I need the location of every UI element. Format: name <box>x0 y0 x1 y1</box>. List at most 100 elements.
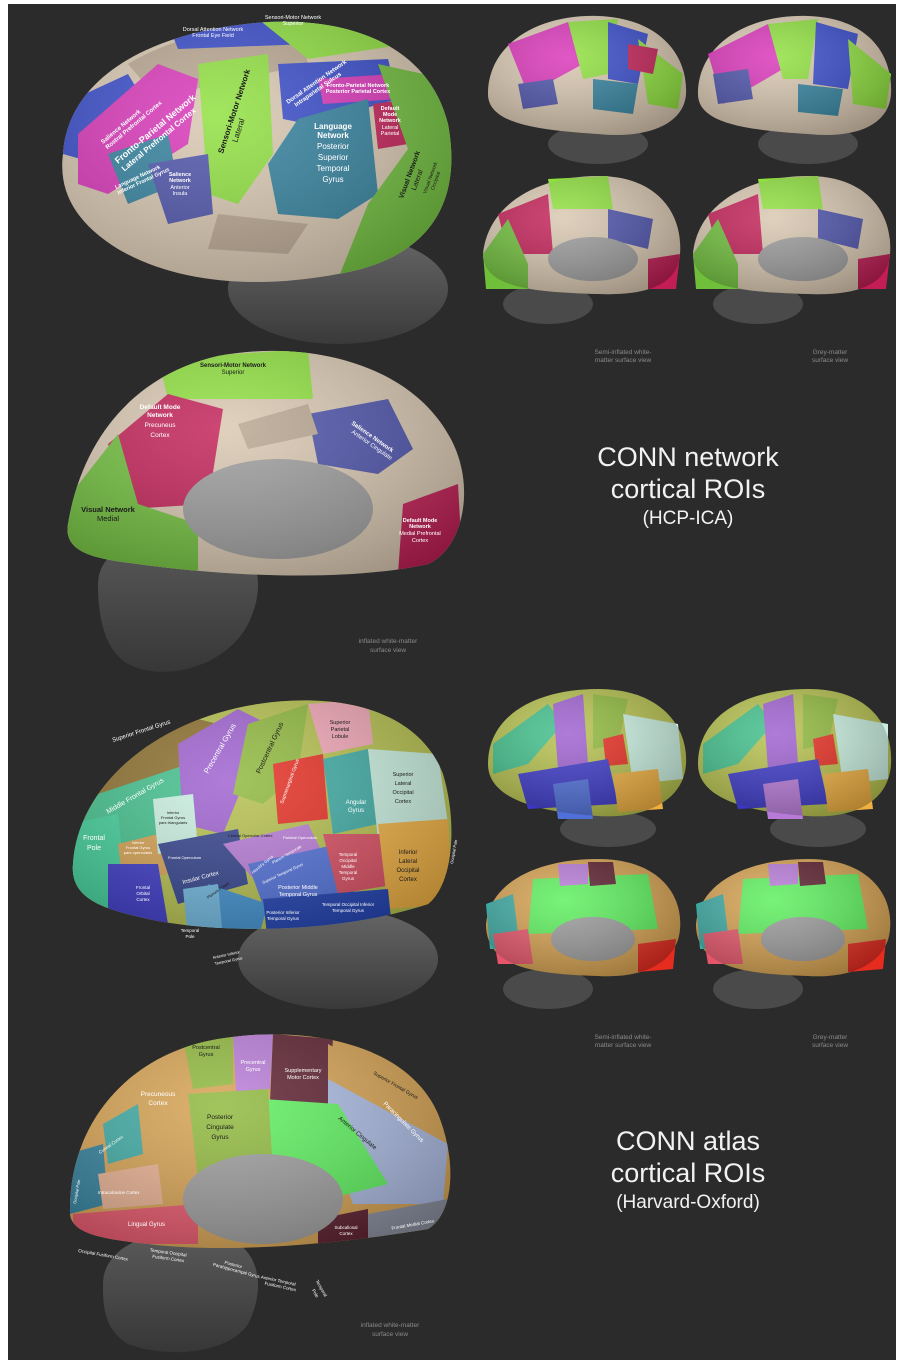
label-a-orbital-1: Frontal <box>136 885 150 890</box>
atlas-small-medial-semi <box>486 859 680 1009</box>
network-small-medial-semi <box>483 176 680 324</box>
label-m-dmn-precuneus-1: Default Mode <box>140 404 181 411</box>
label-m-visual-2: Medial <box>97 514 119 523</box>
atlas-lateral-brain: Superior Frontal Gyrus Middle Frontal Gy… <box>68 694 468 1009</box>
caption-grey-2-line2: surface view <box>812 1042 848 1049</box>
atlas-small-medial-grey <box>696 859 890 1009</box>
label-language-ptg-1: Language <box>314 122 352 131</box>
label-am-sma-1: Supplementary <box>285 1068 322 1074</box>
network-small-lateral-semi <box>488 16 686 164</box>
label-a-tomtg-3: Middle <box>341 864 355 869</box>
label-am-sma-2: Motor Cortex <box>287 1075 319 1081</box>
label-am-pcc-2: Cingulate <box>206 1124 234 1131</box>
label-a-spl-2: Parietal <box>331 727 350 733</box>
caption-inflated-2-line1: inflated white-matter <box>361 1322 420 1329</box>
label-am-lingual: Lingual Gyrus <box>128 1222 165 1228</box>
network-medial-brain: Sensori-Motor Network Superior Default M… <box>58 344 478 672</box>
caption-inflated-1-line2: surface view <box>370 647 406 654</box>
label-a-orbital-3: Cortex <box>136 897 150 902</box>
network-title-sub: (HCP-ICA) <box>563 508 813 530</box>
label-dmn-lat-5: Parietal <box>381 131 400 137</box>
label-a-toitg-2: Temporal Gyrus <box>332 908 365 913</box>
network-title-block: CONN network cortical ROIs (HCP-ICA) <box>563 442 813 530</box>
label-a-angular-1: Angular <box>346 800 367 806</box>
label-am-subcallosal-2: Cortex <box>339 1231 353 1236</box>
caption-semi-2-line1: Semi-inflated white- <box>594 1034 651 1041</box>
figure-canvas: Dorsal Attention Network Frontal Eye Fie… <box>8 4 896 1360</box>
atlas-small-lateral-grey <box>698 689 891 847</box>
label-a-spl-1: Superior <box>330 720 351 726</box>
label-m-dmn-precuneus-2: Network <box>147 412 173 419</box>
label-salience-insula-4: Insula <box>173 191 189 197</box>
label-salience-insula-2: Network <box>169 178 192 184</box>
label-am-pcc-1: Posterior <box>207 1114 234 1121</box>
network-small-lateral-grey <box>698 16 891 164</box>
label-m-dmn-precuneus-3: Precuneus <box>144 422 176 429</box>
label-m-dmn-mpfc-3: Medial Prefrontal <box>399 531 441 537</box>
caption-semi-1-line2: matter surface view <box>595 357 652 364</box>
label-m-dmn-mpfc-2: Network <box>409 524 432 530</box>
label-a-ilo-2: Lateral <box>399 859 417 865</box>
label-a-tomtg-1: Temporal <box>339 852 358 857</box>
caption-inflated-2-line2: surface view <box>372 1331 408 1338</box>
label-m-dmn-mpfc-4: Cortex <box>412 538 428 544</box>
label-am-tpole-2: Pole <box>311 1288 320 1299</box>
caption-grey-1-line1: Grey-matter <box>813 349 849 356</box>
label-a-mtg-post-1: Posterior Middle <box>278 885 318 891</box>
label-a-parietal-operculum: Parietal Operculum <box>283 835 318 840</box>
label-am-subcallosal-1: Subcallosal <box>334 1225 357 1230</box>
atlas-title-line2: cortical ROIs <box>563 1158 813 1190</box>
label-a-central-opercular: Central Opercular Cortex <box>228 833 272 838</box>
network-small-medial-grey <box>693 176 890 324</box>
caption-inflated-1-line1: inflated white-matter <box>359 638 418 645</box>
label-a-mtg-post-2: Temporal Gyrus <box>279 892 318 898</box>
caption-semi-1-line1: Semi-inflated white- <box>594 349 651 356</box>
label-m-sensori-motor-2: Superior <box>222 370 245 376</box>
label-am-precuneous-1: Precuneous <box>141 1091 176 1098</box>
atlas-title-line1: CONN atlas <box>563 1126 813 1158</box>
label-am-precentral-2: Gyrus <box>246 1067 261 1073</box>
label-language-ptg-6: Gyrus <box>322 175 343 184</box>
label-a-tomtg-4: Temporal <box>339 870 358 875</box>
label-a-temporal-pole-2: Pole <box>185 934 195 939</box>
label-am-postcentral-2: Gyrus <box>199 1052 214 1058</box>
label-m-sensori-motor-1: Sensori-Motor Network <box>200 363 267 369</box>
network-title-line2: cortical ROIs <box>563 474 813 506</box>
label-a-spl-3: Lobule <box>332 734 349 740</box>
label-am-precentral-1: Precentral <box>240 1060 265 1066</box>
label-a-tomtg-2: Occipital <box>339 858 356 863</box>
label-a-ilo-4: Cortex <box>399 877 417 883</box>
label-a-slo-2: Lateral <box>395 781 412 787</box>
label-dorsal-attention-fef-2: Frontal Eye Field <box>192 33 234 39</box>
label-a-slo-1: Superior <box>393 772 414 778</box>
label-am-precuneous-2: Cortex <box>148 1100 168 1107</box>
label-a-ilo-3: Occipital <box>396 868 419 874</box>
caption-grey-2-line1: Grey-matter <box>813 1034 849 1041</box>
label-a-ilo-1: Inferior <box>399 850 418 856</box>
network-title-line1: CONN network <box>563 442 813 474</box>
label-a-itg-post-2: Temporal Gyrus <box>267 916 300 921</box>
label-a-slo-4: Cortex <box>395 799 411 805</box>
label-a-itg-post-1: Posterior Inferior <box>266 910 300 915</box>
label-a-toitg-1: Temporal Occipital Inferior <box>322 902 375 907</box>
atlas-title-block: CONN atlas cortical ROIs (Harvard-Oxford… <box>563 1126 813 1214</box>
label-fronto-parietal-posterior-2: Posterior Parietal Cortex <box>326 89 391 95</box>
label-a-ifg-oper-3: pars opercularis <box>124 850 152 855</box>
label-a-ifg-tri-3: pars triangularis <box>159 820 187 825</box>
label-a-tomtg-5: Gyrus <box>342 876 355 881</box>
label-m-visual-1: Visual Network <box>81 505 135 514</box>
label-a-slo-3: Occipital <box>392 790 413 796</box>
label-sensori-motor-sup-2: Superior <box>283 21 304 27</box>
label-a-orbital-2: Orbital <box>136 891 149 896</box>
label-language-ptg-2: Network <box>317 131 349 140</box>
atlas-small-lateral-semi <box>488 689 686 847</box>
label-a-frontal-pole-2: Pole <box>87 845 101 852</box>
label-am-postcentral-1: Postcentral <box>192 1045 220 1051</box>
label-a-frontal-pole-1: Frontal <box>83 835 105 842</box>
caption-semi-2-line2: matter surface view <box>595 1042 652 1049</box>
caption-grey-1-line2: surface view <box>812 357 848 364</box>
label-language-ptg-5: Temporal <box>317 164 350 173</box>
label-a-angular-2: Gyrus <box>348 808 364 814</box>
label-a-frontal-operculum: Frontal Operculum <box>168 855 202 860</box>
network-lateral-brain: Dorsal Attention Network Frontal Eye Fie… <box>48 14 468 344</box>
